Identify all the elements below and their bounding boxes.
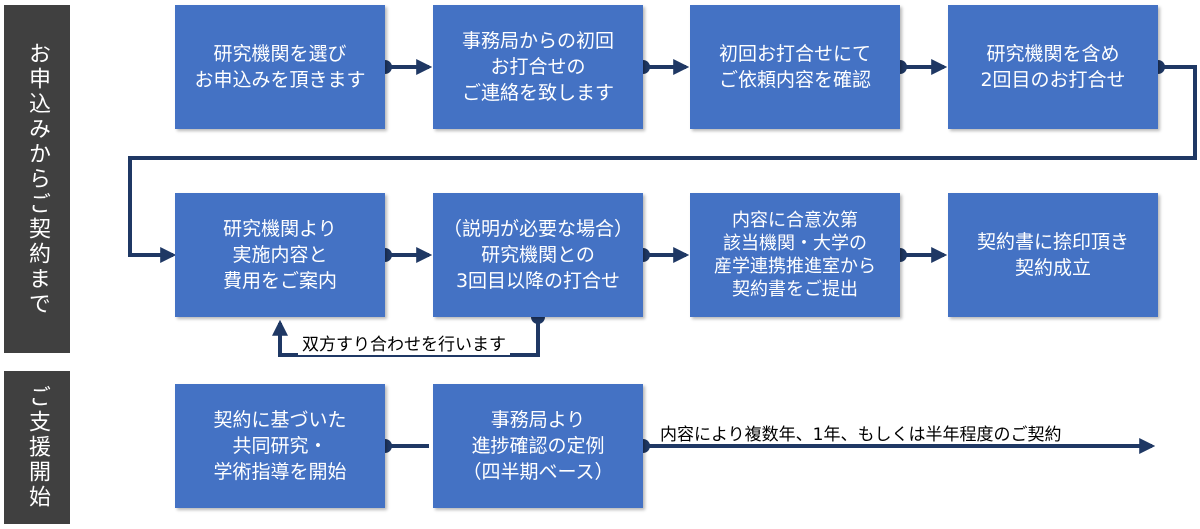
step-1-box: 研究機関を選び お申込みを頂きます	[175, 5, 385, 129]
step-6-line-1: （説明が必要な場合）	[442, 217, 633, 240]
step-10-box: 事務局より 進捗確認の定例 （四半期ベース）	[433, 384, 643, 508]
step-3-box: 初回お打合せにて ご依頼内容を確認	[690, 5, 900, 129]
step-4-line-2: 2回目のお打合せ	[980, 69, 1126, 91]
connector-s4-s5	[128, 65, 1197, 263]
step-2-line-3: ご連絡を致します	[461, 82, 614, 105]
side-label-support: ご支援開始	[4, 371, 70, 524]
step-9-line-2: 共同研究・	[232, 434, 328, 457]
step-8-box: 契約書に捺印頂き 契約成立	[948, 193, 1158, 317]
side-label-support-text: ご支援開始	[25, 385, 50, 510]
step-9-line-3: 学術指導を開始	[213, 461, 347, 484]
side-label-application: お申込みからご契約まで	[4, 5, 70, 353]
step-7-line-4: 契約書をご提出	[732, 279, 858, 301]
step-5-line-1: 研究機関より	[223, 217, 337, 240]
step-7-box: 内容に合意次第 該当機関・大学の 産学連携推進室から 契約書をご提出	[690, 193, 900, 317]
step-10-line-1: 事務局より	[490, 408, 586, 431]
step-6-box: （説明が必要な場合） 研究機関との 3回目以降の打合せ	[433, 193, 643, 317]
connector-loop-back	[272, 317, 540, 357]
loop-note: 双方すり合わせを行います	[298, 330, 510, 355]
step-1-line-2: お申込みを頂きます	[194, 69, 366, 91]
contract-term-note: 内容により複数年、1年、もしくは半年程度のご契約	[660, 425, 1062, 445]
step-2-line-2: お打合せの	[490, 55, 586, 78]
step-7-line-3: 産学連携推進室から	[714, 256, 876, 277]
step-6-line-3: 3回目以降の打合せ	[455, 270, 621, 293]
step-4-box: 研究機関を含め 2回目のお打合せ	[948, 5, 1158, 129]
step-6-line-2: 研究機関との	[481, 243, 595, 266]
step-2-line-1: 事務局からの初回	[461, 29, 614, 52]
step-5-box: 研究機関より 実施内容と 費用をご案内	[175, 193, 385, 317]
step-8-line-2: 契約成立	[1014, 257, 1091, 279]
step-3-line-1: 初回お打合せにて	[718, 42, 871, 65]
step-3-line-2: ご依頼内容を確認	[718, 69, 871, 91]
step-10-line-3: （四半期ベース）	[462, 461, 614, 484]
step-7-line-1: 内容に合意次第	[732, 209, 858, 231]
step-10-line-2: 進捗確認の定例	[471, 434, 605, 457]
step-5-line-2: 実施内容と	[232, 243, 328, 266]
step-8-line-1: 契約書に捺印頂き	[976, 230, 1129, 253]
step-7-line-2: 該当機関・大学の	[723, 232, 867, 254]
step-9-box: 契約に基づいた 共同研究・ 学術指導を開始	[175, 384, 385, 508]
step-5-line-3: 費用をご案内	[222, 270, 337, 293]
step-2-box: 事務局からの初回 お打合せの ご連絡を致します	[433, 5, 643, 129]
side-label-application-text: お申込みからご契約まで	[25, 41, 50, 317]
step-4-line-1: 研究機関を含め	[986, 42, 1120, 65]
step-1-line-1: 研究機関を選び	[213, 42, 347, 65]
step-9-line-1: 契約に基づいた	[213, 408, 347, 431]
